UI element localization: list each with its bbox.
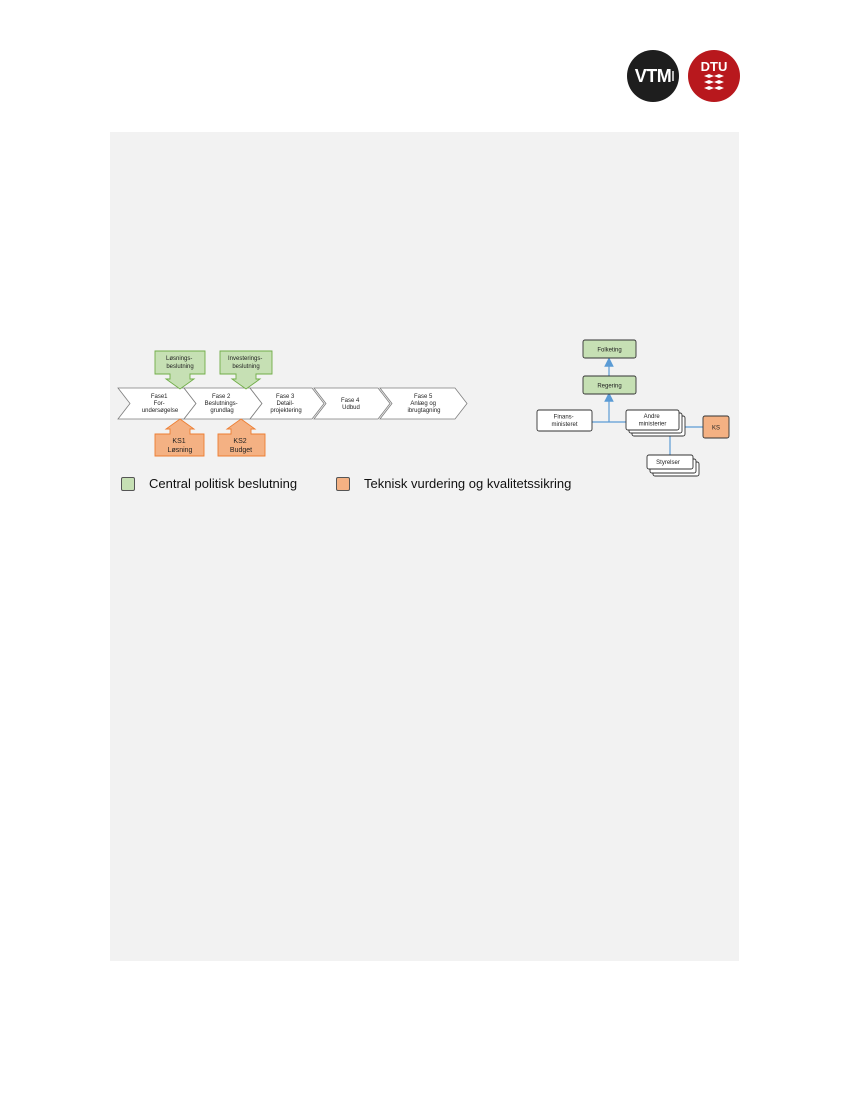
- ks1-callout: KS1 Løsning: [154, 418, 205, 457]
- vtm-logo-mark: [672, 71, 674, 81]
- vtm-logo: VTM: [627, 50, 679, 102]
- svg-text:KS1 Løsning: KS1 Løsning: [168, 438, 193, 454]
- decision-2-line-1: Investerings-: [228, 356, 262, 362]
- andre-line-1: Andre: [644, 414, 661, 420]
- phase-3-line-2: Detail-: [276, 401, 293, 407]
- ks1-line-1: KS1: [172, 438, 185, 445]
- andre-ministerier-stack: Andre ministerier: [625, 409, 686, 437]
- ks-label: KS: [712, 426, 720, 432]
- legend-swatch-orange: [336, 476, 350, 491]
- phase-5-line-3: ibrugtagning: [407, 408, 440, 414]
- phase-5-line-2: Anlæg og: [410, 401, 436, 407]
- finans-line-1: Finans-: [554, 415, 574, 421]
- phase-1-line-1: Fase1: [151, 394, 168, 400]
- vtm-logo-text: VTM: [634, 65, 672, 86]
- legend-label-technical: Teknisk vurdering og kvalitetssikring: [364, 476, 572, 491]
- svg-text:Fase 4 Udbud: Fase 4 Udbud: [341, 398, 361, 411]
- decision-1-callout: Løsnings- beslutning: [154, 350, 206, 390]
- phase-1-chevron: Fase1 For- undersøgelse: [117, 387, 197, 420]
- phase-2-line-3: grundlag: [210, 408, 233, 414]
- phase-5-line-1: Fase 5: [414, 394, 433, 400]
- styrelser-stack: Styrelser: [646, 454, 700, 477]
- phase-1-line-2: For-: [154, 401, 165, 407]
- finans-line-2: ministeret: [551, 422, 577, 428]
- regering-box: Regering: [582, 375, 637, 395]
- org-chart: Folketing Regering Finans- ministeret An…: [536, 339, 730, 477]
- phase-5-chevron: Fase 5 Anlæg og ibrugtagning: [379, 387, 468, 420]
- legend-label-central: Central politisk beslutning: [149, 476, 298, 491]
- phase-1-line-3: undersøgelse: [142, 408, 179, 414]
- phase-3-line-3: projektering: [270, 408, 301, 414]
- phase-4-line-1: Fase 4: [341, 398, 360, 404]
- decision-1-line-2: beslutning: [166, 364, 193, 370]
- legend-swatch-green: [121, 476, 135, 491]
- phase-3-chevron: Fase 3 Detail- projektering: [249, 387, 325, 420]
- svg-text:Andre ministerier: Andre ministerier: [639, 414, 667, 428]
- phase-4-line-2: Udbud: [342, 405, 360, 411]
- ks-box: KS: [702, 415, 730, 439]
- ks2-line-2: Budget: [230, 447, 252, 454]
- phase-2-chevron: Fase 2 Beslutnings- grundlag: [183, 387, 263, 420]
- folketing-box: Folketing: [582, 339, 637, 359]
- ks2-line-1: KS2: [233, 438, 246, 445]
- legend-item-central: Central politisk beslutning: [121, 476, 297, 491]
- decision-1-line-1: Løsnings-: [166, 356, 192, 362]
- dtu-logo: DTU: [688, 50, 740, 102]
- svg-text:Løsnings- beslutning: Løsnings- beslutning: [166, 356, 194, 370]
- figure-panel: [110, 132, 739, 961]
- svg-text:Investerings- beslutning: Investerings- beslutning: [228, 356, 264, 370]
- finansministeret-box: Finans- ministeret: [536, 409, 593, 432]
- svg-text:Finans- ministeret: Finans- ministeret: [551, 415, 577, 429]
- phase-4-chevron: Fase 4 Udbud: [313, 387, 391, 420]
- ks1-line-2: Løsning: [168, 447, 193, 454]
- legend-item-technical: Teknisk vurdering og kvalitetssikring: [336, 476, 571, 491]
- decision-2-callout: Investerings- beslutning: [219, 350, 273, 390]
- folketing-label: Folketing: [597, 348, 621, 354]
- phase-2-line-2: Beslutnings-: [205, 401, 238, 407]
- styrelser-label: Styrelser: [656, 460, 680, 466]
- regering-label: Regering: [597, 384, 621, 390]
- phase-2-line-1: Fase 2: [212, 394, 231, 400]
- svg-text:Fase1 For- undersø: Fase1 For- undersøgelse: [142, 394, 179, 414]
- dtu-logo-text: DTU: [700, 58, 728, 74]
- andre-line-2: ministerier: [639, 422, 667, 428]
- svg-text:Fase 2 Beslutnings-: Fase 2 Beslutnings- grundlag: [205, 394, 240, 414]
- svg-text:Fase 5 Anlæg og ib: Fase 5 Anlæg og ibrugtagning: [407, 394, 440, 414]
- decision-2-line-2: beslutning: [232, 364, 259, 370]
- phase-3-line-1: Fase 3: [276, 394, 295, 400]
- svg-text:KS2 Budget: KS2 Budget: [230, 438, 252, 454]
- svg-text:Fase 3 Detail- pro: Fase 3 Detail- projektering: [270, 394, 301, 414]
- dtu-waves-icon: [704, 73, 724, 90]
- ks2-callout: KS2 Budget: [217, 418, 266, 457]
